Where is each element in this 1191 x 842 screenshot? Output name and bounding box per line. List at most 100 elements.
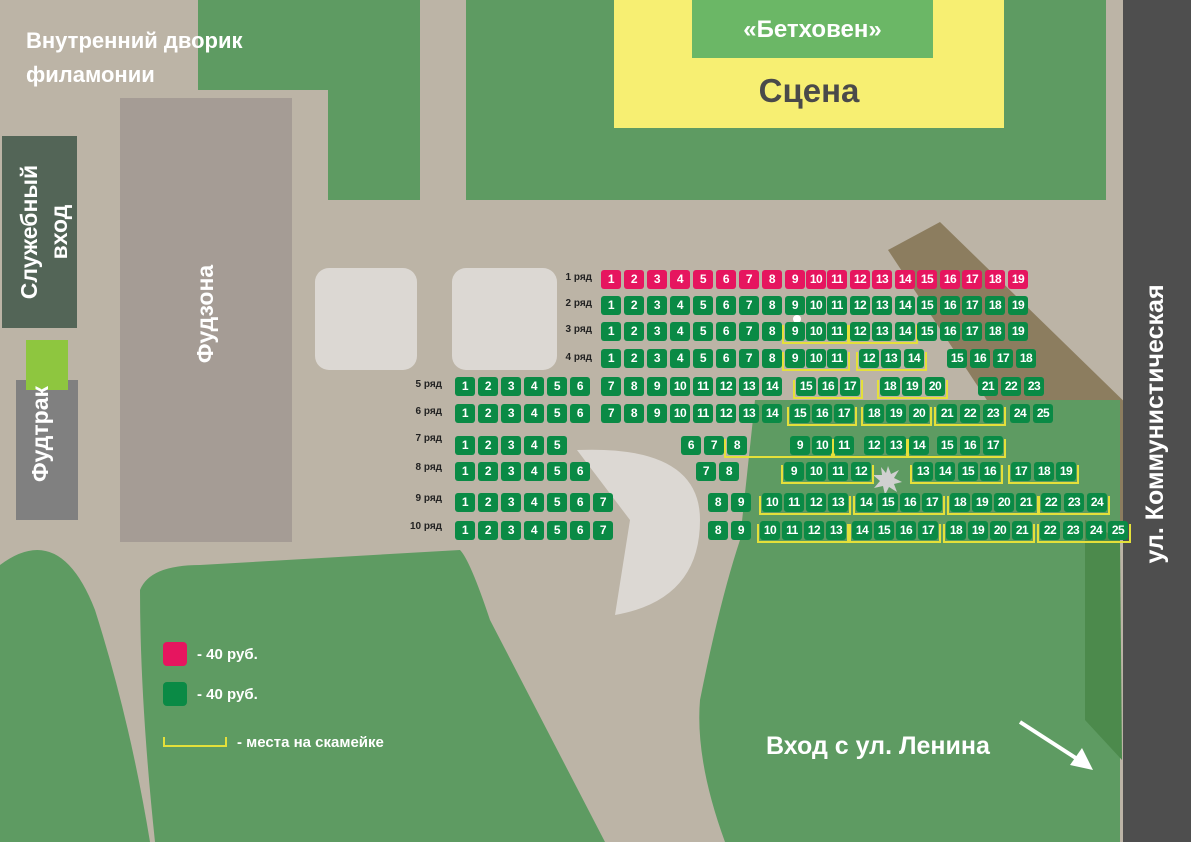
seat-row3-14[interactable]: 14 (895, 322, 915, 341)
seat-row10-7[interactable]: 7 (593, 521, 613, 540)
seat-row6-18[interactable]: 18 (864, 404, 884, 423)
seat-row9-4[interactable]: 4 (524, 493, 544, 512)
seat-row1-18[interactable]: 18 (985, 270, 1005, 289)
seat-row8-15[interactable]: 15 (958, 462, 978, 481)
seat-row1-2[interactable]: 2 (624, 270, 644, 289)
seat-row10-14[interactable]: 14 (852, 521, 872, 540)
seat-row9-16[interactable]: 16 (900, 493, 920, 512)
seat-row9-5[interactable]: 5 (547, 493, 567, 512)
seat-row5-7[interactable]: 7 (601, 377, 621, 396)
seat-row9-23[interactable]: 23 (1064, 493, 1084, 512)
seat-row5-15[interactable]: 15 (796, 377, 816, 396)
seat-row8-6[interactable]: 6 (570, 462, 590, 481)
seat-row5-21[interactable]: 21 (978, 377, 998, 396)
seat-row3-10[interactable]: 10 (806, 322, 826, 341)
seat-row5-6[interactable]: 6 (570, 377, 590, 396)
seat-row8-8[interactable]: 8 (719, 462, 739, 481)
seat-row8-19[interactable]: 19 (1056, 462, 1076, 481)
seat-row1-11[interactable]: 11 (827, 270, 847, 289)
seat-row5-12[interactable]: 12 (716, 377, 736, 396)
seat-row7-12[interactable]: 12 (864, 436, 884, 455)
seat-row9-1[interactable]: 1 (455, 493, 475, 512)
seat-row2-14[interactable]: 14 (895, 296, 915, 315)
seat-row5-17[interactable]: 17 (840, 377, 860, 396)
seat-row9-8[interactable]: 8 (708, 493, 728, 512)
seat-row9-11[interactable]: 11 (784, 493, 804, 512)
seat-row6-19[interactable]: 19 (886, 404, 906, 423)
seat-row7-1[interactable]: 1 (455, 436, 475, 455)
seat-row2-10[interactable]: 10 (806, 296, 826, 315)
seat-row9-15[interactable]: 15 (878, 493, 898, 512)
seat-row2-18[interactable]: 18 (985, 296, 1005, 315)
seat-row3-2[interactable]: 2 (624, 322, 644, 341)
seat-row6-3[interactable]: 3 (501, 404, 521, 423)
seat-row7-17[interactable]: 17 (983, 436, 1003, 455)
seat-row3-16[interactable]: 16 (940, 322, 960, 341)
seat-row5-19[interactable]: 19 (902, 377, 922, 396)
seat-row7-16[interactable]: 16 (960, 436, 980, 455)
seat-row4-4[interactable]: 4 (670, 349, 690, 368)
seat-row10-5[interactable]: 5 (547, 521, 567, 540)
seat-row4-16[interactable]: 16 (970, 349, 990, 368)
seat-row10-12[interactable]: 12 (804, 521, 824, 540)
seat-row3-18[interactable]: 18 (985, 322, 1005, 341)
seat-row6-8[interactable]: 8 (624, 404, 644, 423)
seat-row2-12[interactable]: 12 (850, 296, 870, 315)
seat-row1-10[interactable]: 10 (806, 270, 826, 289)
seat-row7-13[interactable]: 13 (886, 436, 906, 455)
seat-row10-9[interactable]: 9 (731, 521, 751, 540)
seat-row10-2[interactable]: 2 (478, 521, 498, 540)
seat-row5-13[interactable]: 13 (739, 377, 759, 396)
seat-row10-23[interactable]: 23 (1063, 521, 1083, 540)
seat-row4-12[interactable]: 12 (859, 349, 879, 368)
seat-row8-4[interactable]: 4 (524, 462, 544, 481)
seat-row10-19[interactable]: 19 (968, 521, 988, 540)
seat-row5-9[interactable]: 9 (647, 377, 667, 396)
seat-row4-1[interactable]: 1 (601, 349, 621, 368)
seat-row6-11[interactable]: 11 (693, 404, 713, 423)
seat-row3-12[interactable]: 12 (850, 322, 870, 341)
seat-row10-24[interactable]: 24 (1086, 521, 1106, 540)
seat-row6-5[interactable]: 5 (547, 404, 567, 423)
seat-row1-14[interactable]: 14 (895, 270, 915, 289)
seat-row3-5[interactable]: 5 (693, 322, 713, 341)
seat-row9-18[interactable]: 18 (950, 493, 970, 512)
seat-row5-1[interactable]: 1 (455, 377, 475, 396)
seat-row7-5[interactable]: 5 (547, 436, 567, 455)
seat-row6-10[interactable]: 10 (670, 404, 690, 423)
seat-row5-22[interactable]: 22 (1001, 377, 1021, 396)
seat-row2-8[interactable]: 8 (762, 296, 782, 315)
seat-row9-22[interactable]: 22 (1041, 493, 1061, 512)
seat-row3-4[interactable]: 4 (670, 322, 690, 341)
seat-row4-14[interactable]: 14 (904, 349, 924, 368)
seat-row4-18[interactable]: 18 (1016, 349, 1036, 368)
seat-row2-9[interactable]: 9 (785, 296, 805, 315)
seat-row1-4[interactable]: 4 (670, 270, 690, 289)
seat-row1-7[interactable]: 7 (739, 270, 759, 289)
seat-row3-3[interactable]: 3 (647, 322, 667, 341)
seat-row2-4[interactable]: 4 (670, 296, 690, 315)
seat-row6-23[interactable]: 23 (983, 404, 1003, 423)
seat-row2-11[interactable]: 11 (827, 296, 847, 315)
seat-row3-7[interactable]: 7 (739, 322, 759, 341)
seat-row4-11[interactable]: 11 (827, 349, 847, 368)
seat-row10-13[interactable]: 13 (826, 521, 846, 540)
seat-row8-2[interactable]: 2 (478, 462, 498, 481)
seat-row7-9[interactable]: 9 (790, 436, 810, 455)
seat-row8-7[interactable]: 7 (696, 462, 716, 481)
seat-row4-17[interactable]: 17 (993, 349, 1013, 368)
seat-row2-13[interactable]: 13 (872, 296, 892, 315)
seat-row3-1[interactable]: 1 (601, 322, 621, 341)
seat-row3-19[interactable]: 19 (1008, 322, 1028, 341)
seat-row1-13[interactable]: 13 (872, 270, 892, 289)
seat-row7-10[interactable]: 10 (812, 436, 832, 455)
seat-row8-1[interactable]: 1 (455, 462, 475, 481)
seat-row6-22[interactable]: 22 (960, 404, 980, 423)
seat-row6-21[interactable]: 21 (937, 404, 957, 423)
seat-row8-17[interactable]: 17 (1011, 462, 1031, 481)
seat-row8-16[interactable]: 16 (980, 462, 1000, 481)
seat-row2-6[interactable]: 6 (716, 296, 736, 315)
seat-row4-9[interactable]: 9 (785, 349, 805, 368)
seat-row8-13[interactable]: 13 (913, 462, 933, 481)
seat-row10-20[interactable]: 20 (990, 521, 1010, 540)
